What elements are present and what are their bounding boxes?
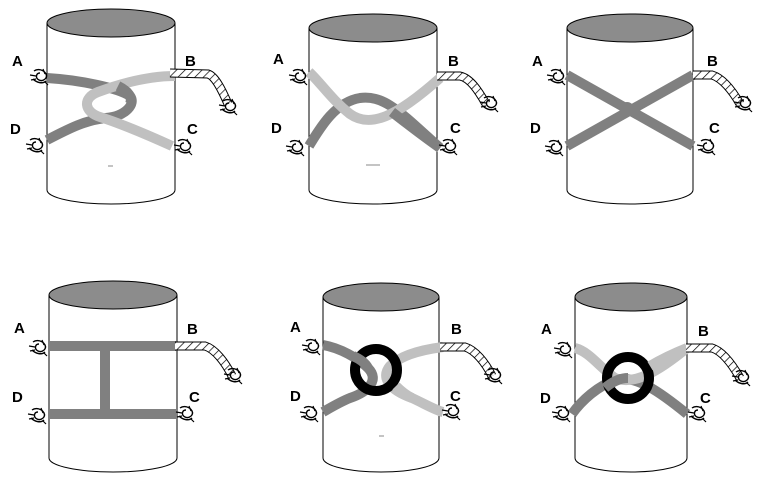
label-d: D	[540, 390, 551, 407]
cylinder-body	[48, 295, 178, 473]
knot-icon	[553, 341, 573, 359]
label-d: D	[290, 388, 301, 405]
label-c: C	[700, 390, 711, 407]
label-c: C	[187, 121, 198, 138]
panel-x-cross: A B C D	[530, 13, 753, 205]
label-a: A	[273, 51, 284, 68]
label-b: B	[185, 53, 196, 70]
rope-end-right	[440, 343, 496, 378]
knot-icon	[438, 138, 458, 156]
knot-icon	[551, 405, 571, 423]
knot-icon	[696, 138, 716, 156]
rope-end-right	[686, 344, 744, 380]
knot-icon	[28, 339, 48, 357]
knot-icon	[27, 407, 47, 425]
knot-icon	[173, 138, 193, 156]
label-c: C	[189, 389, 200, 406]
ring	[602, 352, 654, 404]
knot-icon	[299, 405, 319, 423]
label-d: D	[271, 120, 282, 137]
strap-light	[82, 71, 176, 151]
label-a: A	[541, 321, 552, 338]
rope-end-right	[693, 71, 744, 106]
cylinder-top	[566, 13, 694, 43]
cylinder-top	[48, 280, 178, 310]
label-a: A	[12, 53, 23, 70]
panel-ring-hitch: A B C D	[540, 282, 751, 473]
rope-end-right	[437, 72, 490, 106]
label-b: B	[187, 321, 198, 338]
strap-dark	[44, 73, 137, 145]
label-d: D	[12, 389, 23, 406]
panel-crossed-loop: A B C D	[10, 8, 238, 205]
cylinder-top	[308, 13, 438, 43]
label-c: C	[709, 120, 720, 137]
knot-icon	[544, 139, 564, 157]
knot-icon	[441, 403, 461, 421]
label-b: B	[451, 321, 462, 338]
knot-icon	[687, 405, 707, 423]
knot-icon	[285, 139, 305, 157]
knot-icon	[546, 68, 566, 86]
strap-light	[305, 68, 444, 125]
ring	[350, 344, 402, 396]
label-d: D	[530, 120, 541, 137]
label-b: B	[448, 53, 459, 70]
cylinder-top	[322, 282, 440, 312]
knot-icon	[288, 68, 308, 86]
cylinder-top	[574, 282, 688, 312]
label-b: B	[698, 323, 709, 340]
label-c: C	[450, 120, 461, 137]
label-d: D	[10, 121, 21, 138]
label-c: C	[450, 388, 461, 405]
knot-icon	[301, 338, 321, 356]
cylinder-body	[322, 297, 440, 473]
label-b: B	[707, 53, 718, 70]
panel-crossed-dip: A B C D	[271, 13, 499, 205]
label-a: A	[14, 320, 25, 337]
label-a: A	[290, 319, 301, 336]
knot-icon	[175, 405, 195, 423]
knot-icon	[29, 68, 49, 86]
cylinder-top	[46, 8, 176, 38]
panel-ring-cross: A B C D	[290, 282, 503, 473]
panel-h-bar: A B C D	[12, 280, 243, 473]
rope-end-right	[175, 342, 236, 378]
knot-icon	[25, 137, 45, 155]
label-a: A	[532, 53, 543, 70]
